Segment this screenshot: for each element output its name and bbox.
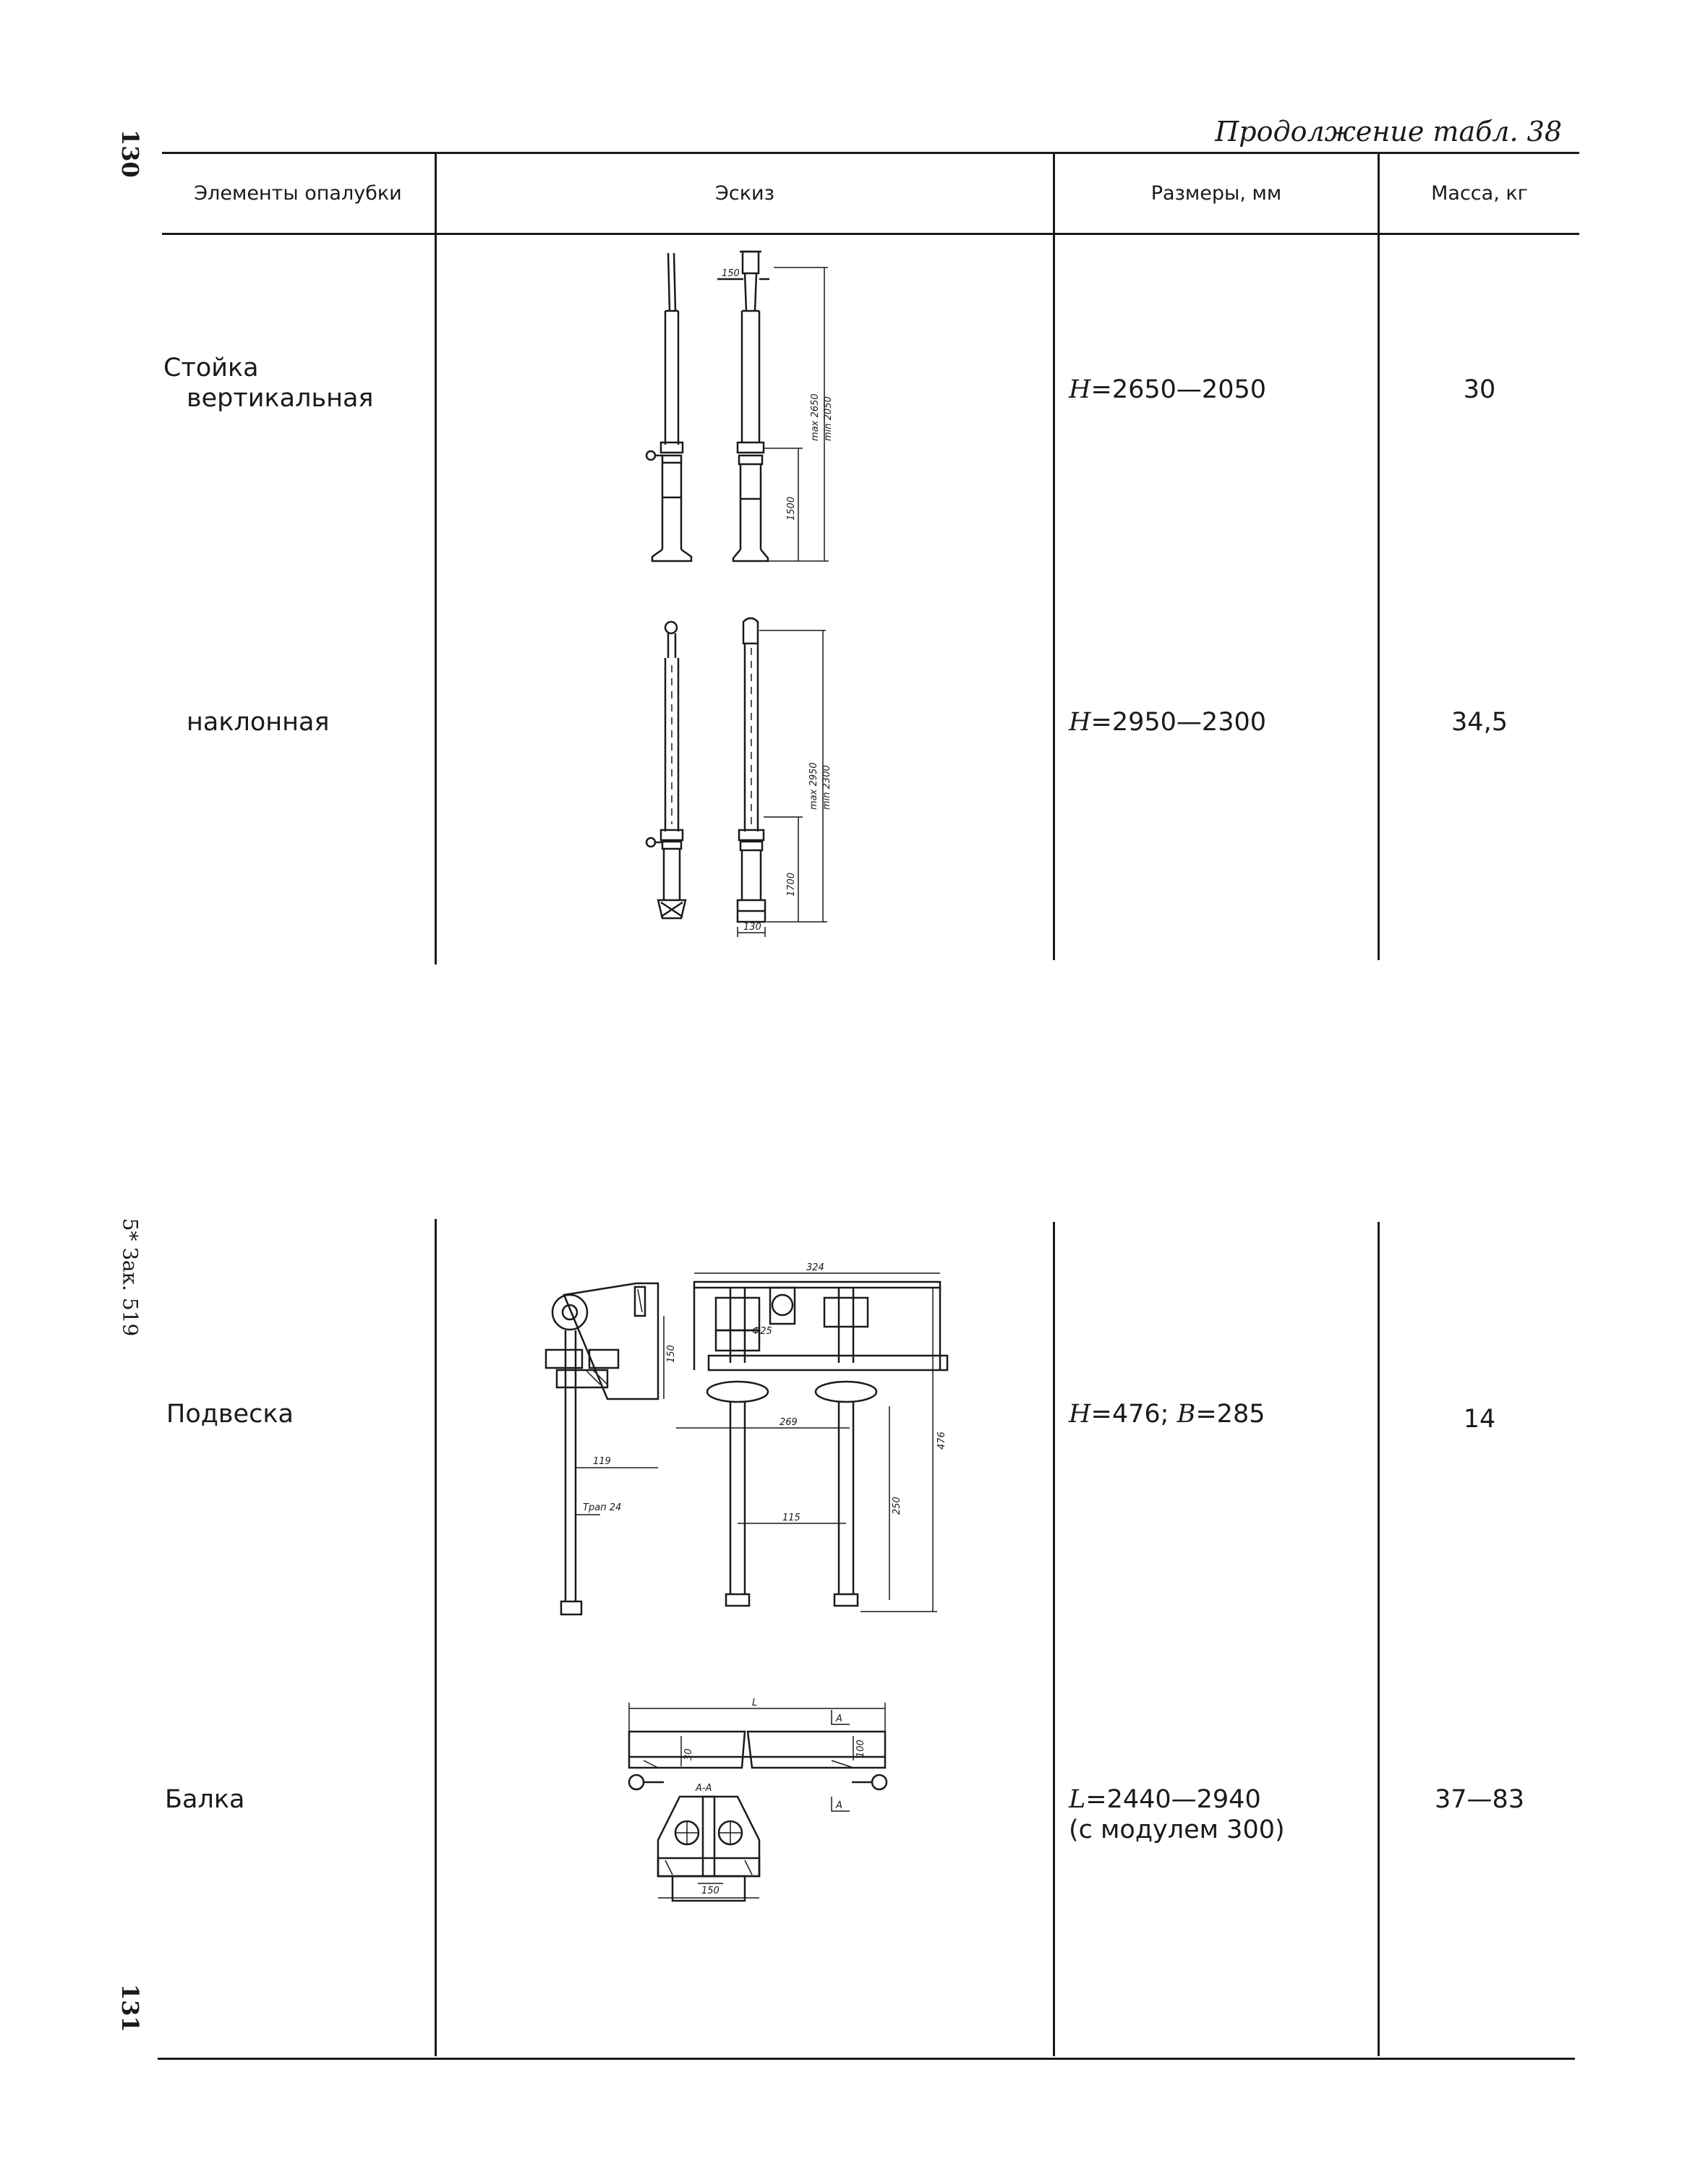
- row-1-size: H=2650—2050: [1069, 375, 1266, 405]
- row-1-size-value: =2650—2050: [1090, 375, 1267, 404]
- row-3-label-trap: Трап 24: [583, 1502, 621, 1513]
- row-2-name: наклонная: [187, 707, 330, 737]
- row-3-label-476: 476: [936, 1432, 947, 1450]
- header-sizes: Размеры, мм: [1150, 182, 1282, 205]
- row-1-name: Стойка вертикальная: [163, 353, 373, 414]
- page-number-top: 130: [116, 129, 144, 178]
- row-1-label-1500: 1500: [786, 497, 797, 521]
- row-4-size-var: L: [1069, 1785, 1086, 1814]
- sketch-vertical-post: 150 max 2650 min 2050 1500: [636, 246, 834, 578]
- row-1-label-min: min 2050: [823, 396, 834, 441]
- col-divider-3: [1378, 153, 1380, 960]
- row-4-label-AA: A-A: [695, 1783, 712, 1794]
- row-3-label-324: 324: [806, 1262, 824, 1273]
- row-4-size-line-2: (с модулем 300): [1069, 1815, 1285, 1844]
- row-1-name-line-2: вертикальная: [187, 384, 374, 413]
- row-2-label-min: min 2300: [821, 765, 832, 810]
- row-1-label-max: max 2650: [810, 393, 821, 441]
- row-3-label-119: 119: [593, 1456, 611, 1467]
- row-4-label-150: 150: [701, 1886, 720, 1896]
- row-4-size-value: =2440—2940: [1085, 1785, 1261, 1814]
- row-1-label-150: 150: [722, 268, 740, 279]
- row-3-label-250: 250: [892, 1497, 902, 1515]
- row-2-size: H=2950—2300: [1069, 707, 1266, 737]
- page-number-bottom: 131: [116, 1984, 144, 2032]
- row-2-mass: 34,5: [1451, 708, 1508, 737]
- sketch-beam: L A 30 100 A-A A 150: [615, 1698, 904, 1927]
- row-4-label-A-top: A: [835, 1714, 842, 1724]
- row-3-mass: 14: [1463, 1405, 1496, 1434]
- row-4-size-line-1: L=2440—2940: [1069, 1784, 1285, 1815]
- row-3-size-var: H: [1069, 1400, 1091, 1429]
- row-1-size-var: H: [1069, 375, 1091, 404]
- row-4-label-100: 100: [855, 1740, 866, 1758]
- row-4-label-30: 30: [683, 1748, 694, 1761]
- row-3-label-phi25: Ф25: [752, 1326, 772, 1337]
- table-bottom-rule: [158, 2058, 1575, 2060]
- row-2-label-1700: 1700: [786, 873, 797, 897]
- side-note: 5* Зак. 519: [118, 1218, 142, 1337]
- col-divider-3b: [1378, 1222, 1380, 2056]
- header-mass: Масса, кг: [1431, 182, 1528, 205]
- row-3-size-value: =476;: [1090, 1400, 1169, 1429]
- col-divider-1b: [435, 1219, 437, 2056]
- col-divider-1: [435, 153, 437, 964]
- table-caption: Продолжение табл. 38: [1215, 116, 1562, 147]
- row-3-name-line-1: Подвеска: [166, 1400, 294, 1429]
- row-4-label-L: L: [752, 1698, 757, 1708]
- row-1-mass: 30: [1463, 375, 1496, 404]
- sketch-hanger: 324 Ф25 150 119 Трап 24 269 476 250 115: [521, 1262, 955, 1630]
- row-3-label-269: 269: [780, 1417, 798, 1428]
- row-2-size-value: =2950—2300: [1090, 708, 1267, 737]
- row-3-label-150: 150: [666, 1345, 677, 1363]
- row-2-size-var: H: [1069, 708, 1091, 737]
- row-4-label-A-bottom: A: [835, 1800, 842, 1811]
- table-top-rule: [162, 152, 1579, 154]
- row-4-size: L=2440—2940 (с модулем 300): [1069, 1784, 1285, 1845]
- header-sketch: Эскиз: [715, 182, 774, 205]
- row-3-label-115: 115: [782, 1513, 800, 1523]
- row-1-name-line-1: Стойка: [163, 354, 259, 382]
- table-header-rule: [162, 233, 1579, 235]
- sketch-inclined-post: max 2950 min 2300 1700 130: [636, 615, 832, 954]
- row-3-size: H=476; B=285: [1069, 1399, 1265, 1429]
- row-4-name-line-1: Балка: [165, 1785, 245, 1814]
- col-divider-2b: [1053, 1222, 1055, 2056]
- row-3-size-value2: =285: [1195, 1400, 1265, 1429]
- row-2-label-max: max 2950: [808, 762, 819, 810]
- row-3-name: Подвеска: [166, 1399, 294, 1429]
- row-4-name: Балка: [165, 1784, 244, 1815]
- row-4-mass: 37—83: [1434, 1785, 1525, 1814]
- header-elements: Элементы опалубки: [194, 182, 402, 205]
- row-2-name-line-1: наклонная: [187, 708, 330, 737]
- col-divider-2: [1053, 153, 1055, 960]
- row-2-label-130: 130: [743, 922, 761, 933]
- row-3-size-var2: B: [1177, 1400, 1196, 1429]
